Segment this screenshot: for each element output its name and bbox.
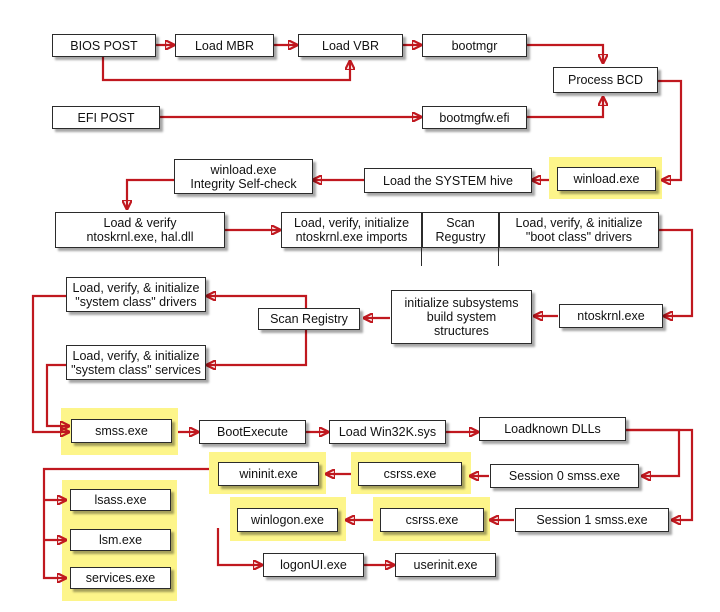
- bios-post-box: BIOS POST: [52, 34, 156, 57]
- scan-registry-box-2: Scan Registry: [258, 308, 360, 330]
- arrow-boot-drivers-to-ntoskrnl: [659, 228, 694, 316]
- arrow-scan-to-drivers: [207, 296, 308, 308]
- winload-box: winload.exe: [557, 167, 656, 191]
- divider-right: [498, 248, 499, 266]
- arrow-scan-to-services: [207, 328, 308, 365]
- arrow-bios-to-vbr: [101, 57, 350, 82]
- divider-left: [421, 248, 422, 266]
- session1-smss-box: Session 1 smss.exe: [515, 508, 669, 532]
- logonui-box: logonUI.exe: [263, 553, 364, 577]
- smss-box: smss.exe: [71, 419, 172, 443]
- load-ntoskrnl-box: Load & verify ntoskrnl.exe, hal.dll: [55, 212, 225, 248]
- load-system-hive-box: Load the SYSTEM hive: [364, 168, 532, 193]
- load-imports-box: Load, verify, initialize ntoskrnl.exe im…: [281, 212, 422, 248]
- boot-execute-box: BootExecute: [199, 420, 306, 444]
- load-boot-drivers-box: Load, verify, & initialize "boot class" …: [499, 212, 659, 248]
- loadknown-dlls-box: Loadknown DLLs: [479, 417, 626, 441]
- bootmgr-box: bootmgr: [422, 34, 527, 57]
- winlogon-box: winlogon.exe: [237, 508, 338, 532]
- load-mbr-box: Load MBR: [175, 34, 274, 57]
- load-system-services-box: Load, verify, & initialize "system class…: [66, 345, 206, 380]
- arrow-bootmgr-to-bcd: [527, 43, 603, 63]
- efi-post-box: EFI POST: [52, 106, 160, 129]
- init-subsystems-box: initialize subsystems build system struc…: [391, 290, 532, 344]
- csrss-box-session0: csrss.exe: [358, 462, 462, 486]
- bootmgfw-box: bootmgfw.efi: [422, 106, 527, 129]
- ntoskrnl-box: ntoskrnl.exe: [559, 304, 663, 328]
- lsm-box: lsm.exe: [70, 529, 171, 551]
- lsass-box: lsass.exe: [70, 489, 171, 511]
- process-bcd-box: Process BCD: [553, 67, 658, 93]
- services-box: services.exe: [70, 567, 171, 589]
- userinit-box: userinit.exe: [395, 553, 496, 577]
- wininit-box: wininit.exe: [218, 462, 319, 486]
- arrow-bootmgfw-to-bcd: [527, 97, 603, 119]
- load-vbr-box: Load VBR: [298, 34, 403, 57]
- winload-integrity-box: winload.exe Integrity Self-check: [174, 159, 313, 194]
- arrow-integrity-to-ntoskrnl-load: [127, 178, 174, 209]
- load-win32k-box: Load Win32K.sys: [329, 420, 446, 444]
- load-system-drivers-box: Load, verify, & initialize "system class…: [66, 277, 206, 312]
- session0-smss-box: Session 0 smss.exe: [490, 464, 639, 488]
- csrss-box-session1: csrss.exe: [380, 508, 484, 532]
- scan-registry-box-1: Scan Regustry: [422, 212, 499, 248]
